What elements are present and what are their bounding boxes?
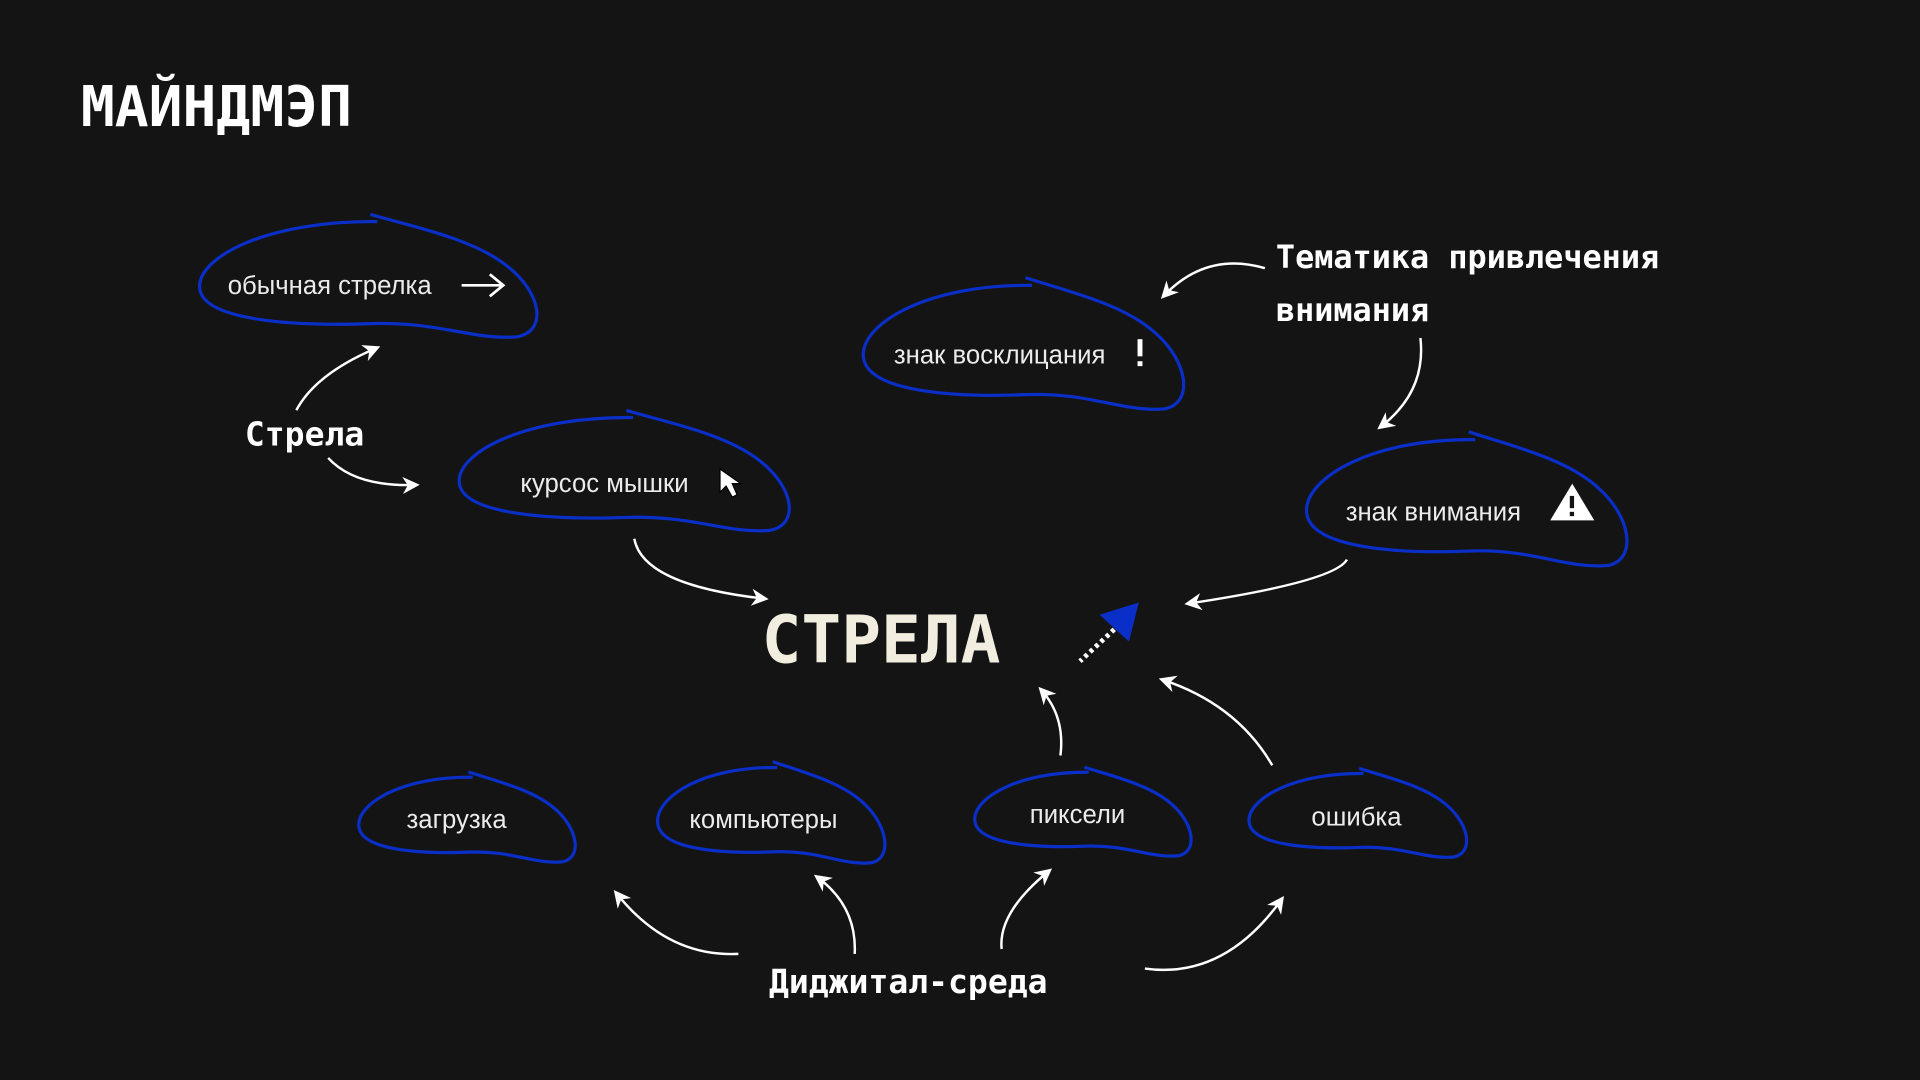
blob-exclamation — [861, 276, 1186, 411]
group-attention-line2: внимания — [1276, 291, 1429, 329]
arrow-cursor-to-center — [633, 538, 769, 606]
warning-triangle-icon — [1550, 483, 1595, 521]
arrow-to-regular-arrow — [295, 345, 381, 411]
arrow-to-mouse-cursor — [327, 457, 420, 495]
blob-error — [1247, 766, 1469, 859]
node-loading: загрузка — [407, 806, 508, 834]
cursor-icon — [719, 467, 743, 498]
arrow-to-error — [1144, 895, 1285, 972]
node-error: ошибка — [1311, 803, 1402, 831]
group-digital: Диджитал-среда — [769, 962, 1048, 1001]
arrow-to-loading — [613, 889, 739, 956]
group-arrow: Стрела — [245, 415, 364, 454]
group-attention-line1: Тематика привлечения — [1276, 238, 1659, 276]
arrow-to-pixels — [1000, 868, 1053, 950]
arrow-to-computers — [813, 874, 856, 954]
arrow-to-exclamation — [1160, 262, 1266, 299]
node-warning: знак внимания — [1346, 498, 1521, 526]
blob-loading — [357, 770, 577, 864]
exclamation-icon — [1137, 339, 1143, 367]
node-mouse-cursor: курсос мышки — [520, 470, 688, 498]
blob-pixels — [973, 765, 1193, 858]
node-pixels: пиксели — [1030, 801, 1125, 829]
arrow-error-to-center — [1158, 675, 1274, 766]
blob-regular-arrow — [197, 212, 539, 339]
node-exclamation: знак восклицания — [894, 342, 1106, 370]
arrow-to-warning — [1377, 337, 1423, 430]
blob-warning — [1304, 430, 1629, 568]
blob-mouse-cursor — [457, 408, 791, 533]
right-arrow-icon — [461, 273, 506, 298]
arrow-pixels-to-center — [1038, 686, 1063, 756]
node-computers: компьютеры — [689, 806, 837, 834]
page-title: МАЙНДМЭП — [81, 72, 352, 140]
pixel-arrow-icon — [1078, 602, 1139, 664]
blob-computers — [655, 760, 887, 865]
center-title: СТРЕЛА — [762, 601, 1001, 678]
arrow-warning-to-center — [1184, 558, 1349, 611]
node-regular-arrow: обычная стрелка — [228, 272, 433, 300]
